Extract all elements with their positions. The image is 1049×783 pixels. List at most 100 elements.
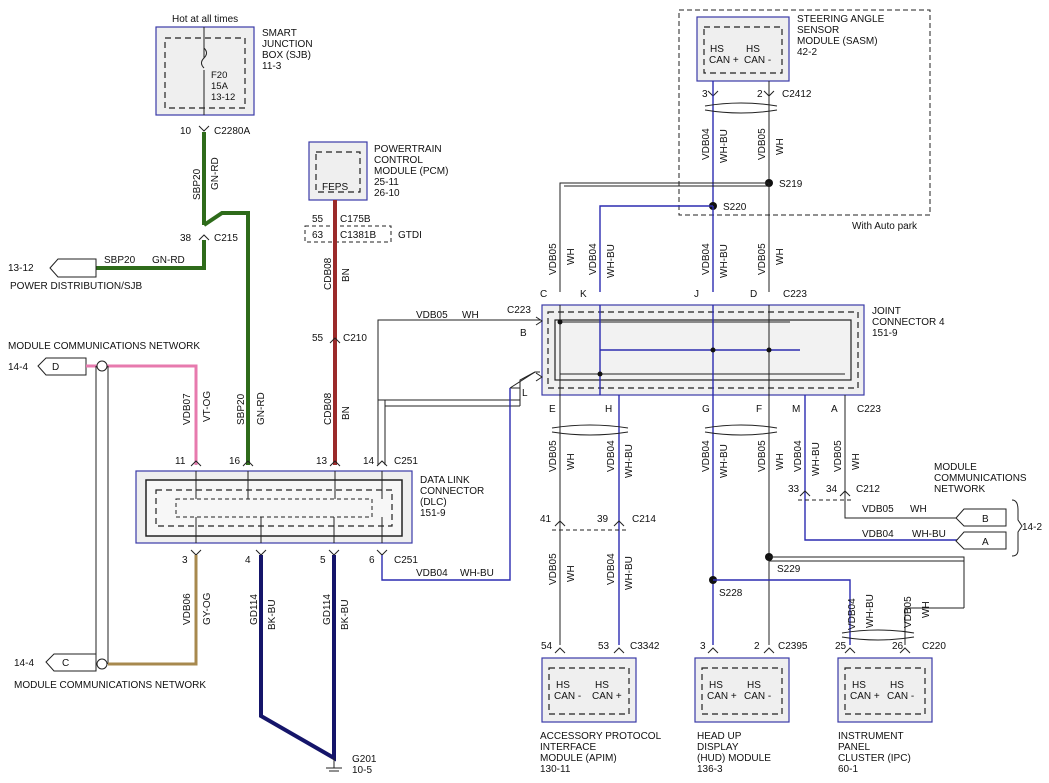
mcn-a-letter: A — [982, 537, 989, 548]
jc4-pin-k: K — [580, 289, 587, 300]
ipc-pin-label-4: CAN - — [887, 691, 914, 702]
pcm-inner — [315, 151, 361, 193]
sasm-pin-label-2: CAN + — [709, 55, 739, 66]
mcn-c-ref: 14-4 — [14, 658, 34, 669]
hud-pin-label-4: CAN - — [744, 691, 771, 702]
apim-pin-label-4: CAN + — [592, 691, 622, 702]
ground-ref: 10-5 — [352, 765, 372, 776]
twisted-pair-left — [95, 366, 109, 664]
sjb-name-1: SMART — [262, 28, 297, 39]
l-wire-color: WH-BU — [460, 568, 494, 579]
mcn-right-label-1: MODULE — [934, 462, 977, 473]
vdb07-wire — [86, 364, 198, 465]
fuse-id: F20 — [211, 70, 227, 81]
sjb-connector: C2280A — [214, 126, 250, 137]
sjb-name-3: BOX (SJB) — [262, 50, 311, 61]
sasm-pin-2: 2 — [757, 89, 763, 100]
jc4-name-2: CONNECTOR 4 — [872, 317, 945, 328]
apim-pin-54: 54 — [541, 641, 553, 652]
offpage-arrow-icon — [49, 258, 97, 278]
dlc-pin-11: 11 — [175, 456, 186, 467]
ground-name: G201 — [352, 754, 377, 765]
power-dist-color: GN-RD — [152, 255, 185, 266]
pcm-name-4: 25-11 — [374, 177, 399, 188]
sasm-pin-3: 3 — [702, 89, 708, 100]
gd114-b-circuit: GD114 — [322, 594, 333, 625]
offpage-arrow-icon — [45, 653, 97, 672]
sjb-pin: 10 — [180, 126, 192, 137]
hud-module: 3 2 C2395 HS CAN + HS CAN - HEAD UP DISP… — [694, 641, 808, 775]
lw-f-color: WH — [775, 453, 786, 470]
c214-h-color: WH-BU — [624, 556, 635, 590]
connector-chevron-icon — [198, 125, 210, 132]
jc4-pin-e: E — [549, 404, 556, 415]
sasm-connector: C2412 — [782, 89, 812, 100]
apim-module: 54 53 C3342 HS CAN - HS CAN + ACCESSORY … — [540, 641, 662, 775]
vdb07-circuit: VDB07 — [182, 393, 193, 425]
sasm-box — [696, 16, 790, 82]
dlc-pin-6: 6 — [369, 555, 375, 566]
pcm-variant: GTDI — [398, 230, 422, 241]
sbp20-wire-to-dlc — [202, 211, 250, 465]
cdb08-lower-circuit: CDB08 — [323, 392, 334, 425]
sjb-name-2: JUNCTION — [262, 39, 313, 50]
vdb06-circuit: VDB06 — [182, 593, 193, 625]
apim-connector: C3342 — [630, 641, 660, 652]
sasm-wire1-color: WH-BU — [719, 129, 730, 163]
fuse-rating: 15A — [211, 81, 229, 92]
jc4-left-connector: C223 — [507, 305, 531, 316]
mcn-d-letter: D — [52, 362, 59, 373]
offpage-arrow-icon — [37, 357, 87, 376]
mcn-d-label: MODULE COMMUNICATIONS NETWORK — [8, 341, 200, 352]
dlc-top-connector: C251 — [394, 456, 418, 467]
dlc-name-1: DATA LINK — [420, 475, 470, 486]
hud-name-4: 136-3 — [697, 764, 723, 775]
sasm-wire2-circuit: VDB05 — [757, 128, 768, 160]
c215-connector: C215 — [214, 233, 238, 244]
fuse-ref: 13-12 — [211, 92, 235, 103]
ipc-pin-label-1: HS — [852, 680, 866, 691]
jc4-pin-l: L — [522, 388, 528, 399]
sbp20-lower-color: GN-RD — [256, 392, 267, 425]
mcn-c-connector[interactable]: 14-4 C MODULE COMMUNICATIONS NETWORK — [14, 653, 206, 691]
mcn-a-connector[interactable]: A — [955, 531, 1007, 550]
mcn-b-circuit: VDB05 — [862, 504, 894, 515]
lw-h-circuit: VDB04 — [606, 440, 617, 472]
ipc-pin-25: 25 — [835, 641, 847, 652]
hud-pin-3: 3 — [700, 641, 706, 652]
power-dist-connector[interactable]: 13-12 POWER DISTRIBUTION/SJB SBP20 GN-RD — [8, 255, 185, 292]
dlc-pin-4: 4 — [245, 555, 251, 566]
c215-pin: 38 — [180, 233, 192, 244]
jc4-c-circuit: VDB05 — [548, 243, 559, 275]
pcm-conn2: C1381B — [340, 230, 376, 241]
ipc-connector: C220 — [922, 641, 946, 652]
sasm-wire2-color: WH — [775, 138, 786, 155]
ipc-pin-label-3: HS — [890, 680, 904, 691]
sjb-name-4: 11-3 — [262, 61, 282, 72]
vdb06-wire — [108, 555, 198, 666]
vdb04-dlc-wire — [381, 388, 511, 581]
ipc-wire1-color: WH-BU — [865, 594, 876, 628]
b-wire-color: WH — [462, 310, 479, 321]
mcn-d-ref: 14-4 — [8, 362, 28, 373]
jc4-k-color: WH-BU — [606, 244, 617, 278]
sasm-name-2: SENSOR — [797, 25, 839, 36]
gd114-wires — [259, 555, 336, 762]
dlc-pin-14: 14 — [363, 456, 375, 467]
lw-m-circuit: VDB04 — [793, 440, 804, 472]
mcn-b-connector[interactable]: B — [955, 508, 1007, 527]
dlc-pin-16: 16 — [229, 456, 241, 467]
dlc-module: DATA LINK CONNECTOR (DLC) 151-9 11 16 13… — [135, 456, 484, 566]
fuse-icon — [201, 47, 207, 69]
sasm-module: HS CAN + HS CAN - STEERING ANGLE SENSOR … — [696, 14, 885, 100]
jc4-top-connector: C223 — [783, 289, 807, 300]
c212-connector: C212 — [856, 484, 880, 495]
jc4-name-3: 151-9 — [872, 328, 898, 339]
power-dist-circuit: SBP20 — [104, 255, 136, 266]
mcn-c-label: MODULE COMMUNICATIONS NETWORK — [14, 680, 206, 691]
sjb-hot-label: Hot at all times — [172, 14, 238, 25]
jc4-k-circuit: VDB04 — [588, 243, 599, 275]
sjb-module: Hot at all times F20 15A 13-12 SMART JUN… — [155, 14, 313, 137]
ipc-name-4: 60-1 — [838, 764, 858, 775]
sjb-box — [155, 26, 255, 116]
